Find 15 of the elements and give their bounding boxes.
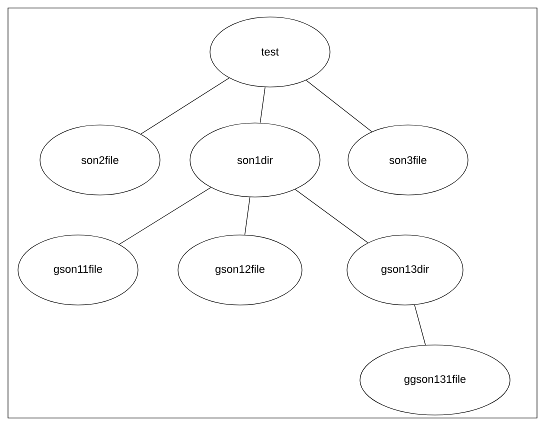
connector-line bbox=[294, 189, 368, 244]
ellipse-node: son1dir bbox=[190, 122, 320, 198]
connector-line bbox=[260, 86, 266, 124]
connector-line bbox=[140, 78, 230, 134]
ellipse-node: son2file bbox=[40, 124, 160, 196]
connector-line bbox=[414, 304, 426, 346]
ellipse-node: gson13dir bbox=[346, 234, 464, 306]
ellipse-node: gson12file bbox=[178, 234, 302, 306]
ellipse-node: test bbox=[210, 16, 330, 88]
ellipse-node: ggson131file bbox=[360, 344, 510, 416]
connector-line bbox=[244, 196, 250, 236]
connector-line bbox=[306, 80, 372, 132]
ellipse-node: son3file bbox=[348, 124, 468, 196]
ellipse-node: gson11file bbox=[18, 234, 138, 306]
connector-line bbox=[119, 187, 212, 245]
